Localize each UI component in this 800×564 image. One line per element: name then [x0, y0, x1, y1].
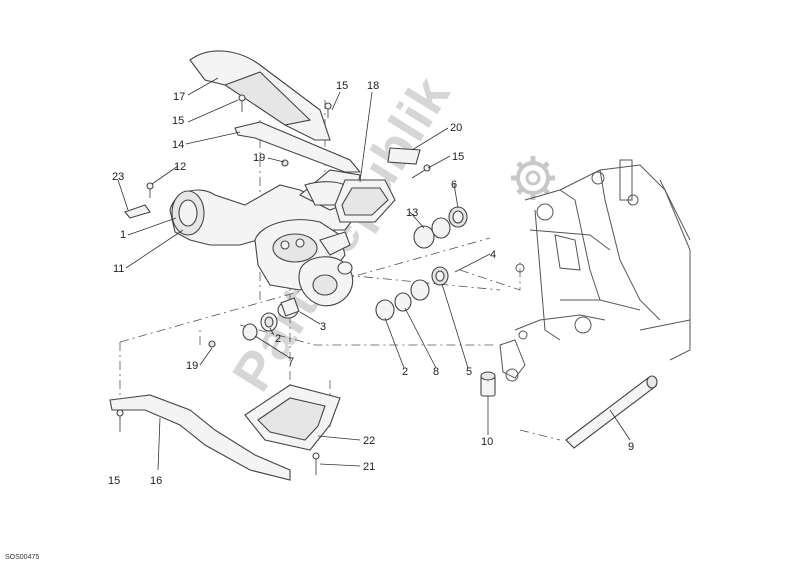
callout-20: 20: [450, 122, 462, 134]
callout-14: 14: [172, 139, 184, 151]
screws: [116, 94, 431, 475]
callout-4: 4: [490, 249, 496, 261]
frame-section: [499, 159, 691, 382]
pivot-shaft: [565, 375, 658, 449]
callout-15: 15: [108, 475, 120, 487]
callout-18: 18: [367, 80, 379, 92]
callout-16: 16: [150, 475, 162, 487]
chain-guard-top: [189, 50, 331, 141]
callout-15: 15: [336, 80, 348, 92]
callout-15: 15: [452, 151, 464, 163]
drawing-code: SOS00475: [5, 554, 39, 561]
callout-2: 2: [275, 333, 281, 345]
leader-lines: [117, 77, 631, 471]
mounting-bracket: [334, 179, 396, 223]
chain-guard-plate: [234, 121, 362, 173]
callout-labels: 17 15 18 15 14 20 19 15 23 12 6 13 1 4 1…: [108, 80, 634, 487]
callout-22: 22: [363, 435, 375, 447]
callout-9: 9: [628, 441, 634, 453]
callout-12: 12: [174, 161, 186, 173]
callout-6: 6: [451, 179, 457, 191]
cover-plate: [244, 384, 341, 451]
decal-sticker: [387, 147, 421, 165]
callout-10: 10: [481, 436, 493, 448]
callout-3: 3: [320, 321, 326, 333]
callout-8: 8: [433, 366, 439, 378]
callout-1: 1: [120, 229, 126, 241]
callout-2: 2: [402, 366, 408, 378]
callout-19: 19: [253, 152, 265, 164]
callout-15: 15: [172, 115, 184, 127]
callout-21: 21: [363, 461, 375, 473]
lower-chain-guard: [109, 394, 291, 481]
callout-11: 11: [113, 263, 124, 275]
callout-13: 13: [406, 207, 418, 219]
callout-7: 7: [288, 356, 294, 368]
swingarm: [169, 169, 361, 307]
bushing: [480, 371, 496, 397]
gear-icon: [511, 156, 555, 200]
callout-23: 23: [112, 171, 124, 183]
callout-19: 19: [186, 360, 198, 372]
bearings: [242, 206, 468, 341]
callout-5: 5: [466, 366, 472, 378]
callout-17: 17: [173, 91, 185, 103]
